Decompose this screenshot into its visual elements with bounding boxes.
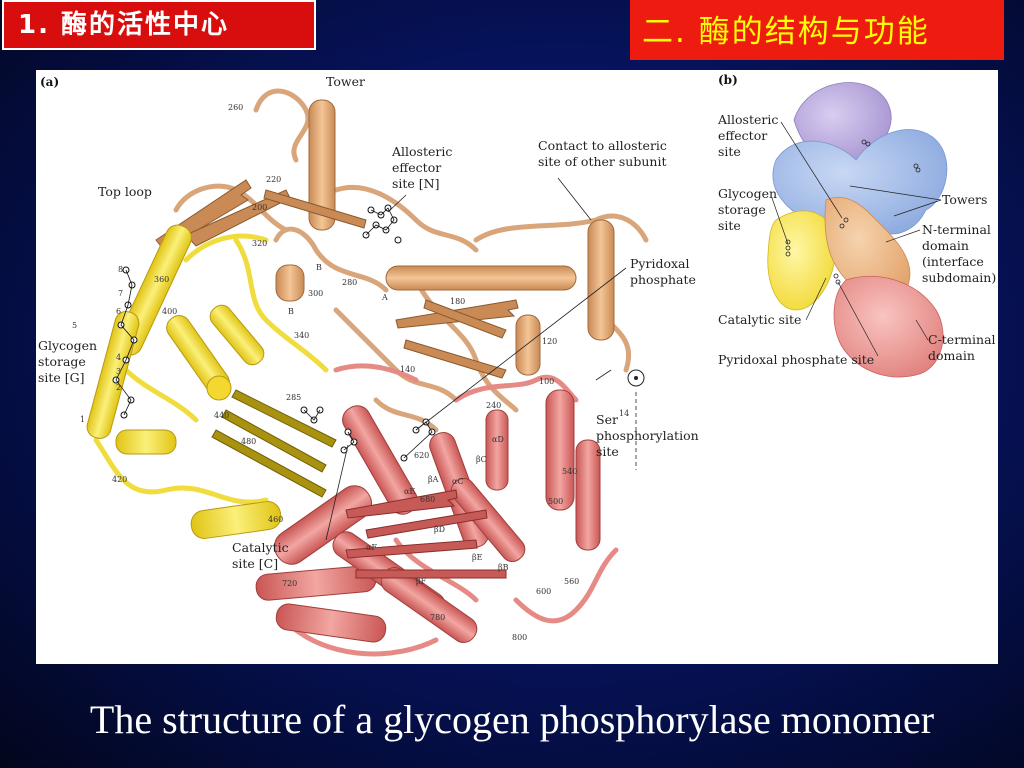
residue-label: 500 [548, 497, 563, 506]
section-tag-structure-function: 二. 酶的结构与功能 [630, 0, 1004, 60]
slide-caption: The structure of a glycogen phosphorylas… [89, 697, 935, 742]
residue-label: 320 [252, 239, 267, 248]
panel-b-letter: (b) [718, 73, 738, 87]
label-allosteric-1: Allosteric [391, 144, 452, 159]
helix-tag: βD [434, 525, 445, 534]
panel-a-structure [86, 88, 649, 657]
b-label-cterm-1: C-terminal [928, 332, 996, 347]
phosphorylase-figure: (a) Tower Top loop Allosteric effector s… [36, 70, 998, 664]
label-top-loop: Top loop [98, 184, 152, 199]
b-label-towers: Towers [942, 192, 987, 207]
section-tag-active-center: 1. 酶的活性中心 [2, 0, 316, 50]
helix-tag: αE [404, 487, 415, 496]
label-ser-superscript: 14 [619, 409, 629, 418]
label-contact-1: Contact to allosteric [538, 138, 667, 153]
residue-label: 300 [308, 289, 323, 298]
helix-tag: αD [492, 435, 504, 444]
b-label-allosteric-2: effector [718, 128, 767, 143]
glycogen-number: 1 [80, 415, 85, 424]
residue-label: 340 [294, 331, 309, 340]
glycogen-number: 7 [118, 289, 123, 298]
glycogen-number: 2 [116, 383, 121, 392]
residue-label: 360 [154, 275, 169, 284]
label-catalytic-2: site [C] [232, 556, 278, 571]
panel-a-letter: (a) [40, 75, 59, 89]
residue-label: 120 [542, 337, 557, 346]
residue-label: 260 [228, 103, 243, 112]
label-glycogen-3: site [G] [38, 370, 85, 385]
helix-tag: βF [416, 577, 427, 586]
label-pyridoxal-2: phosphate [630, 272, 696, 287]
b-label-catalytic: Catalytic site [718, 312, 801, 327]
glycogen-chain-numbers: 8 7 6 5 4 3 2 1 [72, 265, 123, 424]
b-label-glycogen-3: site [718, 218, 741, 233]
b-label-nterm-1: N-terminal [922, 222, 991, 237]
residue-label: 780 [430, 613, 445, 622]
helix-tag: αC [452, 477, 464, 486]
b-label-allosteric-1: Allosteric [717, 112, 778, 127]
residue-label: 680 [420, 495, 435, 504]
b-label-allosteric-3: site [718, 144, 741, 159]
b-label-nterm-2: domain [922, 238, 969, 253]
b-label-nterm-4: subdomain) [922, 270, 996, 285]
glycogen-number: 4 [116, 353, 121, 362]
panel-b-domains [767, 82, 948, 378]
residue-label: 100 [539, 377, 554, 386]
helix-tag-labels: B B A αD βC αC αE βA βD αF βE βB βF [288, 263, 509, 586]
helix-tag: βE [472, 553, 483, 562]
helix-tag: A [381, 293, 388, 302]
label-contact-2: site of other subunit [538, 154, 666, 169]
label-allosteric-3: site [N] [392, 176, 440, 191]
residue-number-labels: 260 220 200 320 360 400 280 300 340 180 … [112, 103, 579, 642]
residue-label: 180 [450, 297, 465, 306]
residue-label: 720 [282, 579, 297, 588]
residue-label: 560 [564, 577, 579, 586]
residue-label: 200 [252, 203, 267, 212]
residue-label: 600 [536, 587, 551, 596]
label-ser-3: site [596, 444, 619, 459]
helix-tag: B [316, 263, 322, 272]
b-label-glycogen-1: Glycogen [718, 186, 777, 201]
label-glycogen-2: storage [38, 354, 86, 369]
b-label-nterm-3: (interface [922, 254, 984, 269]
helix-tag: B [288, 307, 294, 316]
helix-tag: βB [498, 563, 509, 572]
b-label-cterm-2: domain [928, 348, 975, 363]
residue-label: 280 [342, 278, 357, 287]
helix-tag: βA [428, 475, 439, 484]
glycogen-number: 5 [72, 321, 77, 330]
residue-label: 480 [241, 437, 256, 446]
figure-svg: (a) Tower Top loop Allosteric effector s… [38, 73, 996, 657]
label-pyridoxal-1: Pyridoxal [630, 256, 689, 271]
residue-label: 400 [162, 307, 177, 316]
residue-label: 220 [266, 175, 281, 184]
label-ser-2: phosphorylation [596, 428, 699, 443]
residue-label: 620 [414, 451, 429, 460]
residue-label: 285 [286, 393, 301, 402]
residue-label: 240 [486, 401, 501, 410]
helix-tag: βC [476, 455, 487, 464]
residue-label: 420 [112, 475, 127, 484]
residue-label: 540 [562, 467, 577, 476]
residue-label: 460 [268, 515, 283, 524]
b-label-pyridoxal: Pyridoxal phosphate site [718, 352, 874, 367]
label-glycogen-1: Glycogen [38, 338, 97, 353]
label-tower: Tower [326, 74, 365, 89]
residue-label: 440 [214, 411, 229, 420]
glycogen-number: 3 [116, 367, 121, 376]
label-catalytic-1: Catalytic [232, 540, 289, 555]
label-ser: Ser [596, 412, 618, 427]
label-allosteric-2: effector [392, 160, 441, 175]
b-label-glycogen-2: storage [718, 202, 766, 217]
helix-tag: αF [366, 543, 377, 552]
residue-label: 800 [512, 633, 527, 642]
residue-label: 140 [400, 365, 415, 374]
glycogen-number: 6 [116, 307, 121, 316]
glycogen-number: 8 [118, 265, 123, 274]
